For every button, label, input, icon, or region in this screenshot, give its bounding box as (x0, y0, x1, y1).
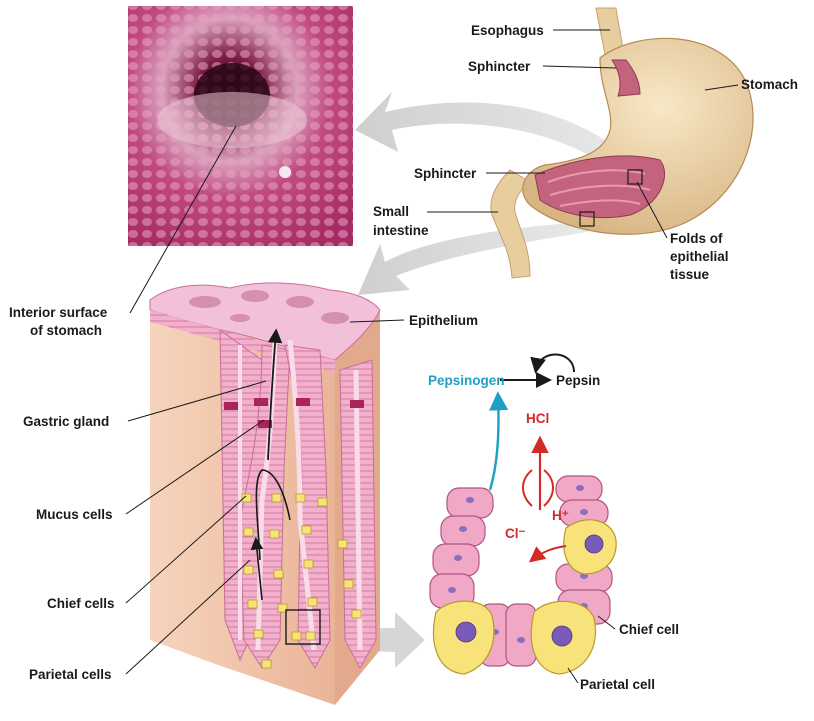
label-hcl: HCl (526, 411, 549, 426)
pepsinogen-secretion-arrow (490, 396, 499, 490)
cell-to-lumen-arrow (532, 546, 566, 560)
h-ion-arrow (544, 470, 553, 506)
label-interior-surface-1: Interior surface (9, 305, 108, 320)
label-parietal-cell: Parietal cell (580, 677, 655, 692)
label-stomach: Stomach (741, 77, 798, 92)
label-h-ion: H⁺ (552, 508, 569, 523)
pepsin-feedback-arrow (536, 354, 574, 372)
gastric-cell-cluster (430, 476, 616, 674)
label-small-intestine-2: intestine (373, 223, 429, 238)
label-sphincter-lower: Sphincter (414, 166, 477, 181)
stomach-interior-micrograph (128, 6, 353, 246)
label-small-intestine-1: Small (373, 204, 409, 219)
label-chief-cells: Chief cells (47, 596, 115, 611)
label-parietal-cells: Parietal cells (29, 667, 112, 682)
label-pepsin: Pepsin (556, 373, 600, 388)
label-sphincter-upper: Sphincter (468, 59, 531, 74)
label-epithelium: Epithelium (409, 313, 478, 328)
label-folds-2: epithelial (670, 249, 729, 264)
label-interior-surface-2: of stomach (30, 323, 102, 338)
label-gastric-gland: Gastric gland (23, 414, 109, 429)
label-folds-1: Folds of (670, 231, 723, 246)
gastric-tissue-block (150, 283, 380, 705)
label-cl-ion: Cl⁻ (505, 526, 526, 541)
label-chief-cell: Chief cell (619, 622, 679, 637)
label-mucus-cells: Mucus cells (36, 507, 113, 522)
label-esophagus: Esophagus (471, 23, 544, 38)
label-pepsinogen: Pepsinogen (428, 373, 505, 388)
cl-ion-arrow (523, 470, 532, 506)
label-folds-3: tissue (670, 267, 710, 282)
